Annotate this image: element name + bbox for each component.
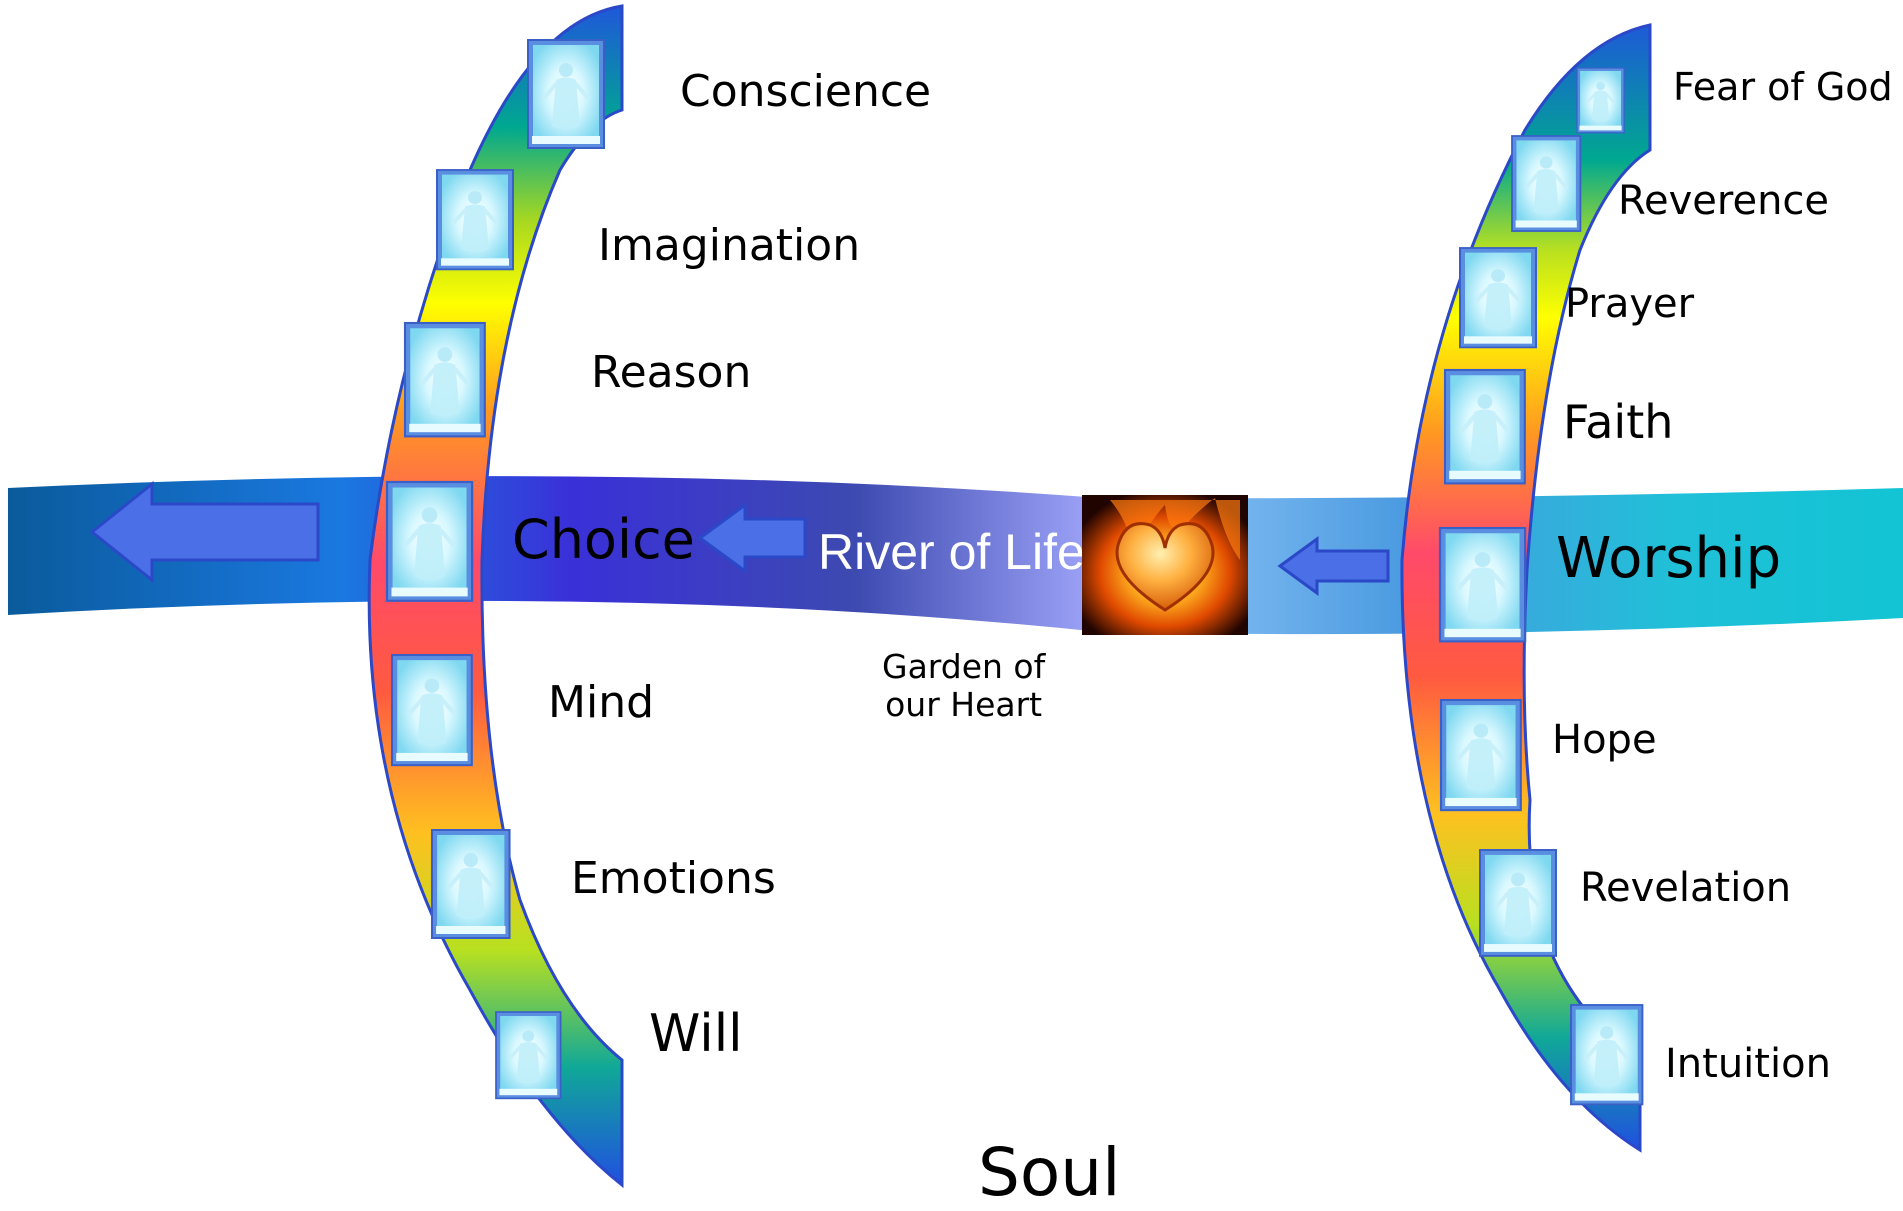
reverence-label: Reverence <box>1618 178 1830 224</box>
left-arrow-icon <box>89 480 320 584</box>
mind-label: Mind <box>548 677 655 728</box>
prayer-label: Prayer <box>1565 281 1695 327</box>
door-icon <box>1510 134 1583 233</box>
door-icon <box>494 1010 563 1101</box>
choice-label: Choice <box>512 508 695 571</box>
door-icon <box>405 323 485 436</box>
door-icon <box>1441 700 1521 810</box>
door-icon <box>1575 66 1626 135</box>
door-icon <box>1458 246 1538 350</box>
conscience-label: Conscience <box>680 66 932 117</box>
heart-caption: Garden of our Heart <box>882 648 1045 724</box>
fear-of-god-label: Fear of God <box>1673 65 1893 109</box>
door-icon <box>432 830 510 938</box>
worship-arrow-icon <box>1277 536 1390 596</box>
door-icon <box>435 168 515 272</box>
door-icon <box>526 38 606 150</box>
revelation-label: Revelation <box>1580 865 1792 911</box>
faith-label: Faith <box>1563 395 1674 449</box>
door-icon <box>392 655 472 765</box>
reason-label: Reason <box>591 347 752 398</box>
door-icon <box>387 482 472 601</box>
imagination-label: Imagination <box>598 220 861 271</box>
hope-label: Hope <box>1552 717 1657 763</box>
door-icon <box>1445 370 1525 483</box>
soul-title: Soul <box>978 1134 1121 1211</box>
flaming-heart-icon <box>1082 495 1248 635</box>
worship-label: Worship <box>1556 526 1782 591</box>
door-icon <box>1569 1003 1645 1107</box>
door-icon <box>1440 528 1525 641</box>
door-icon <box>1478 848 1558 958</box>
emotions-label: Emotions <box>571 853 776 904</box>
will-label: Will <box>649 1004 743 1064</box>
choice-arrow-icon <box>697 502 807 574</box>
heart-caption-line2: our Heart <box>885 684 1043 724</box>
river-of-life-label: River of Life <box>818 527 1082 577</box>
intuition-label: Intuition <box>1665 1041 1831 1087</box>
heart-caption-line1: Garden of <box>882 647 1046 686</box>
